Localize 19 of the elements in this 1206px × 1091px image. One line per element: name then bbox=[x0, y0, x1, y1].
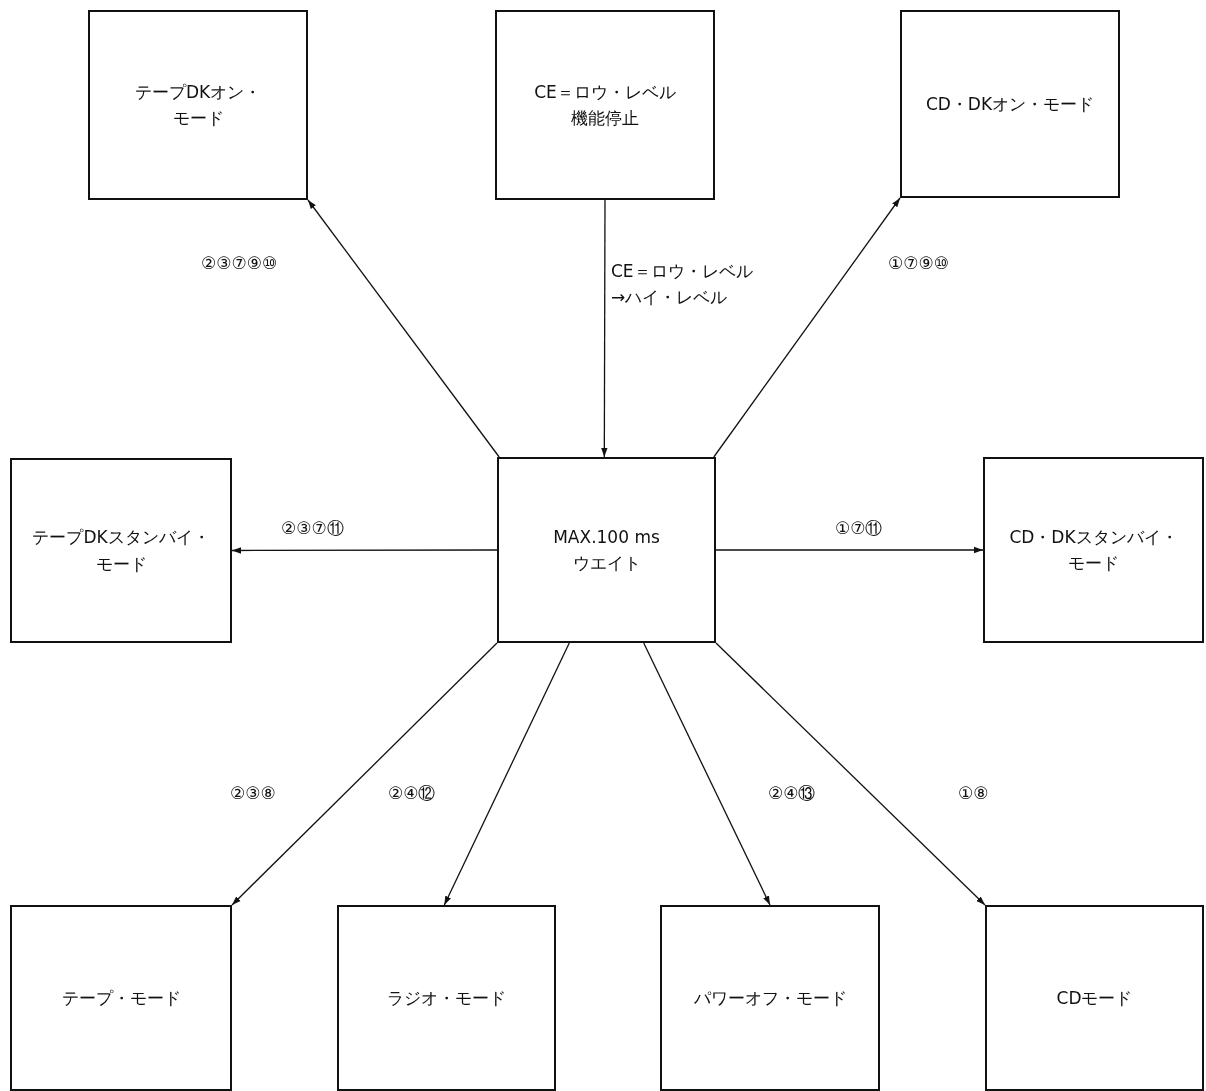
arrow bbox=[231, 642, 498, 906]
arrow bbox=[443, 642, 570, 906]
mode-box: テープDKスタンバイ・モード bbox=[10, 458, 232, 643]
mode-box: MAX.100 msウエイト bbox=[497, 457, 716, 643]
mode-box: CDモード bbox=[985, 905, 1204, 1091]
mode-box: テープDKオン・モード bbox=[88, 10, 308, 200]
mode-box: CD・DKオン・モード bbox=[900, 10, 1120, 198]
mode-box: パワーオフ・モード bbox=[660, 905, 880, 1091]
mode-box: CE＝ロウ・レベル機能停止 bbox=[495, 10, 715, 200]
arrow bbox=[231, 547, 498, 554]
mode-box: CD・DKスタンバイ・モード bbox=[983, 457, 1204, 643]
arrow bbox=[715, 642, 986, 906]
arrow bbox=[601, 199, 608, 458]
arrow bbox=[307, 199, 500, 458]
arrow bbox=[643, 642, 771, 906]
arrow bbox=[713, 197, 901, 458]
mode-box: ラジオ・モード bbox=[337, 905, 556, 1091]
mode-box: テープ・モード bbox=[10, 905, 232, 1091]
arrow bbox=[715, 546, 984, 554]
